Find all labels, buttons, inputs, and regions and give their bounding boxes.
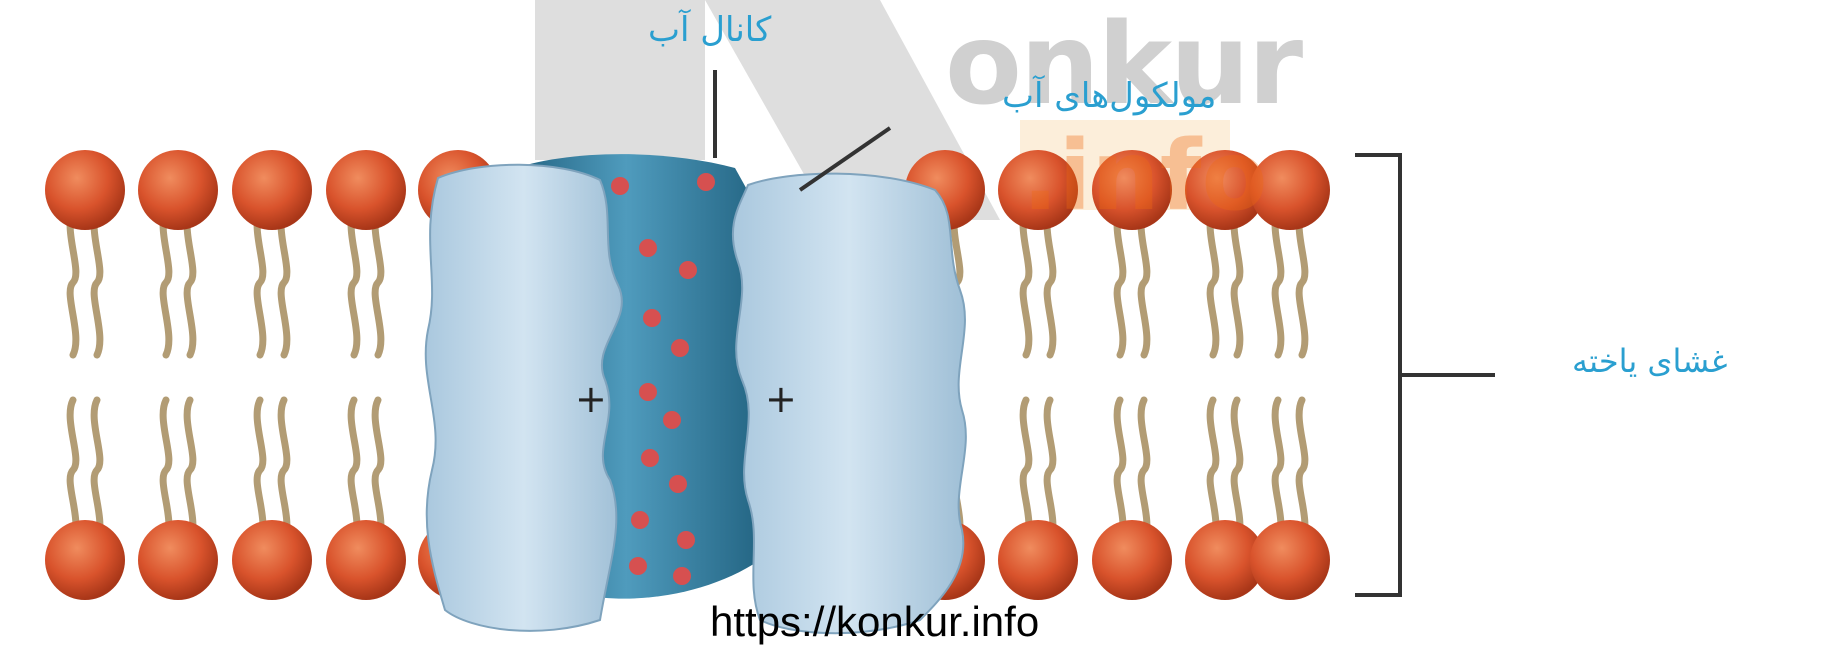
lipid-tail <box>375 400 381 540</box>
lipid-head <box>326 520 406 600</box>
water-molecule <box>673 567 691 585</box>
lipid-tail <box>1023 400 1029 540</box>
lipid-tail <box>94 210 100 355</box>
lipid-tail <box>1117 400 1123 540</box>
water-molecule <box>611 177 629 195</box>
membrane-bracket <box>1355 155 1495 595</box>
lipid-tail <box>187 400 193 540</box>
lipid-head <box>1092 520 1172 600</box>
lipid-tail <box>70 400 76 540</box>
lipid-tail <box>70 210 76 355</box>
water-molecule <box>663 411 681 429</box>
water-molecule <box>639 383 657 401</box>
lipid-tail <box>257 400 263 540</box>
water-molecule <box>677 531 695 549</box>
water-molecule <box>669 475 687 493</box>
lipid-tail <box>257 210 263 355</box>
lipid-tail <box>375 210 381 355</box>
water-channel-protein: + + <box>426 154 966 633</box>
positive-charge-left: + <box>575 377 607 421</box>
lipid-tail <box>94 400 100 540</box>
lipid-head <box>1250 520 1330 600</box>
watermark-url: https://konkur.info <box>710 598 1039 646</box>
lipid-tail <box>281 400 287 540</box>
lipid-head <box>326 150 406 230</box>
lipid-tail <box>1234 400 1240 540</box>
water-molecule <box>643 309 661 327</box>
lipid-tail <box>163 210 169 355</box>
lipid-tail <box>1299 400 1305 540</box>
lipid-tail <box>163 400 169 540</box>
lipid-head <box>232 150 312 230</box>
lipid-tail <box>1047 400 1053 540</box>
lipid-head <box>45 520 125 600</box>
water-channel-label: کانال آب <box>648 10 771 50</box>
water-molecule <box>639 239 657 257</box>
lipid-head <box>232 520 312 600</box>
watermark-text-info: .info <box>1022 120 1267 232</box>
water-molecule <box>641 449 659 467</box>
cell-membrane-label: غشای یاخته <box>1572 342 1728 380</box>
water-molecule <box>697 173 715 191</box>
positive-charge-right: + <box>765 377 797 421</box>
lipid-tail <box>1299 210 1305 355</box>
lipid-tail <box>351 400 357 540</box>
water-molecules-label: مولکول‌های آب <box>1002 76 1216 116</box>
lipid-tail <box>351 210 357 355</box>
lipid-head <box>45 150 125 230</box>
water-molecule <box>629 557 647 575</box>
lipid-tail <box>281 210 287 355</box>
lipid-head <box>998 520 1078 600</box>
lipid-head <box>138 150 218 230</box>
lipid-tail <box>1275 400 1281 540</box>
lipid-tail <box>1275 210 1281 355</box>
lipid-head <box>138 520 218 600</box>
lipid-tail <box>187 210 193 355</box>
lipid-tail <box>1141 400 1147 540</box>
lipid-tail <box>1210 400 1216 540</box>
water-molecule <box>679 261 697 279</box>
water-molecule <box>631 511 649 529</box>
water-molecule <box>671 339 689 357</box>
